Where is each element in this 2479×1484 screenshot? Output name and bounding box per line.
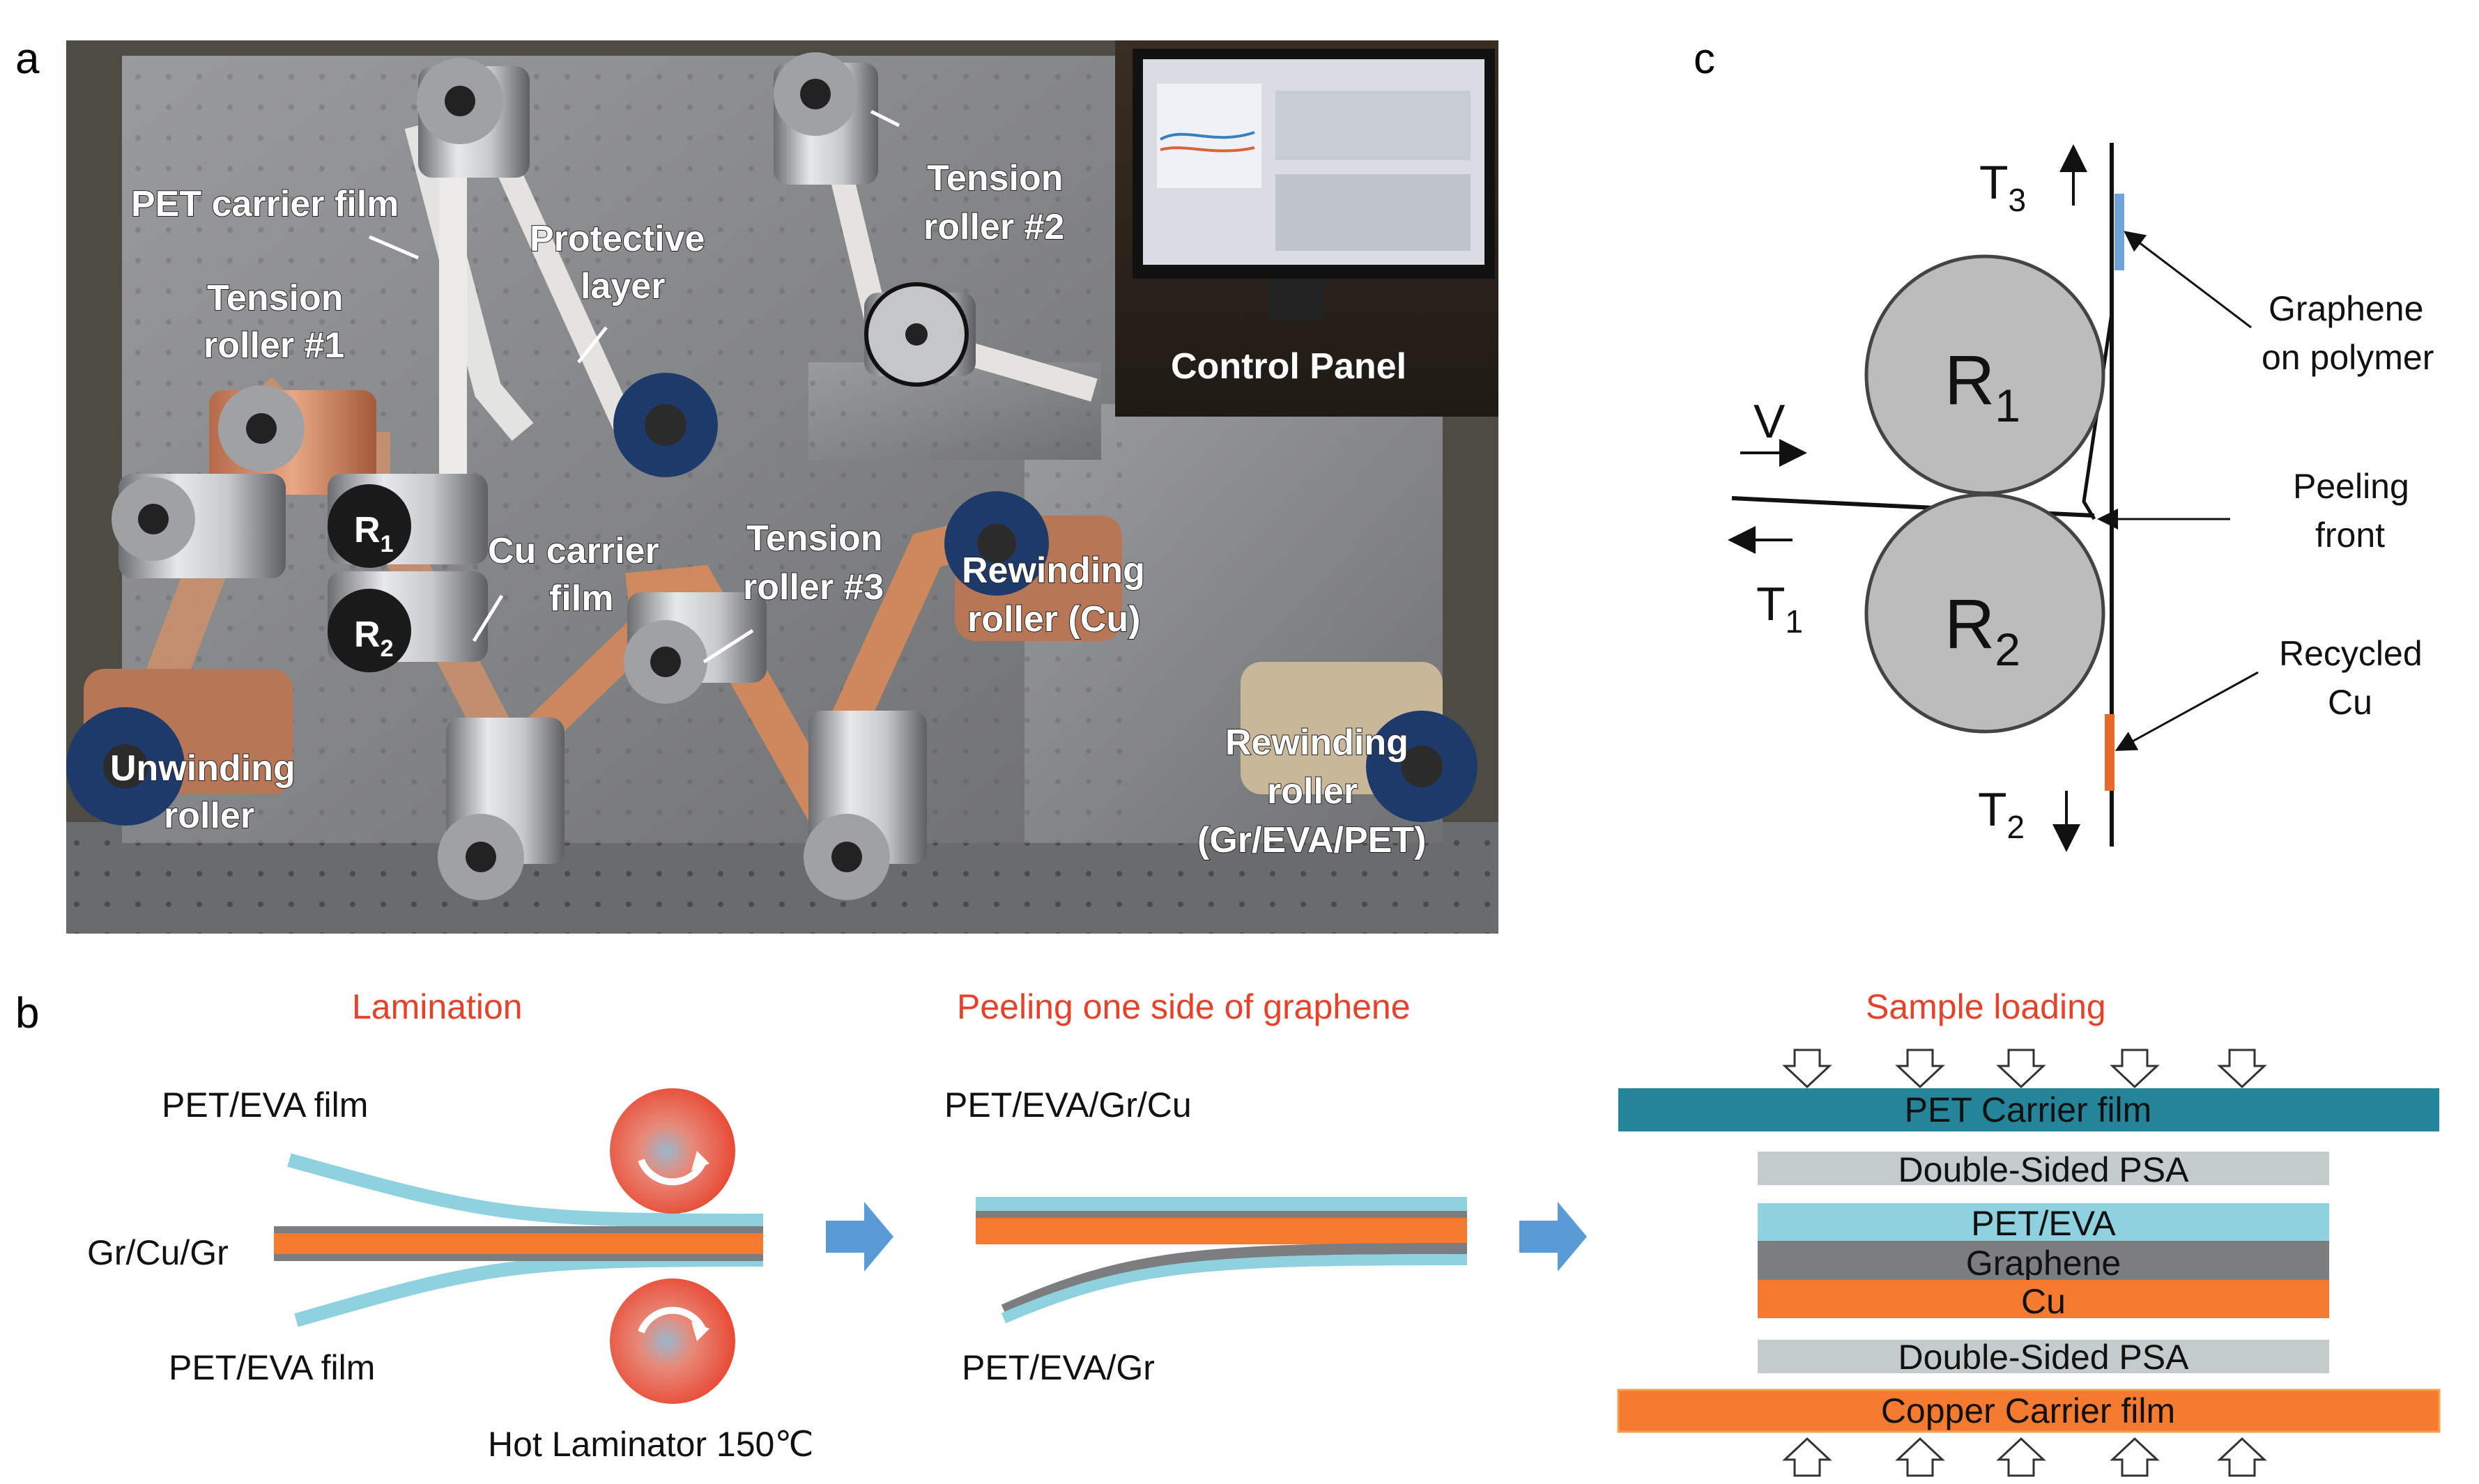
- hot-laminator-bottom-roller: [610, 1278, 735, 1404]
- tension-t2: T2: [1978, 783, 2025, 845]
- peel-gr-bottom: [1001, 1243, 1468, 1315]
- process-arrow-2: [1519, 1202, 1587, 1272]
- lamination-middle-label: Gr/Cu/Gr: [87, 1233, 229, 1272]
- label-unwinding-roller-line1: Unwinding: [110, 748, 296, 789]
- layer-pet-eva-label: PET/EVA: [1971, 1204, 2116, 1243]
- gr-bottom: [274, 1254, 763, 1261]
- label-recycled-cu-line1: Recycled: [2279, 634, 2423, 673]
- roller-r2: [1864, 493, 2105, 734]
- label-r1: R1: [354, 510, 393, 557]
- layer-cu: [1758, 1280, 2329, 1318]
- label-graphene-on-polymer-line2: on polymer: [2262, 338, 2434, 377]
- roller-r2-label: R2: [1944, 585, 2020, 675]
- label-pet-carrier-film: PET carrier film: [131, 184, 399, 224]
- recycled-cu-leader: [2115, 671, 2259, 751]
- tension-t3: T3: [1979, 156, 2026, 218]
- lamination-bottom-film-label: PET/EVA film: [169, 1348, 375, 1387]
- label-rewinding-roller-gr-line3: (Gr/EVA/PET): [1197, 820, 1426, 860]
- lamination-title: Lamination: [352, 987, 523, 1026]
- velocity-v: V: [1753, 395, 1786, 448]
- label-recycled-cu-line2: Cu: [2328, 683, 2372, 722]
- roller-cylinders: [66, 52, 1478, 900]
- panel-label-c: c: [1694, 35, 1715, 83]
- panel-b: b Lamination PET/EVA film Gr/Cu/Gr PET/E…: [15, 987, 2441, 1477]
- control-panel-monitor: [1115, 40, 1498, 417]
- label-peeling-front-line2: front: [2315, 516, 2385, 555]
- recycled-cu-strip: [2105, 714, 2115, 791]
- peel-gr-top: [976, 1211, 1467, 1218]
- label-protective-layer-line1: Protective: [530, 219, 705, 259]
- process-arrow-1: [826, 1202, 893, 1272]
- label-cu-carrier-film-line1: Cu carrier: [488, 531, 659, 571]
- laminator-label: Hot Laminator 150℃: [488, 1425, 814, 1464]
- label-cu-carrier-film-line2: film: [549, 578, 613, 619]
- label-rewinding-roller-gr-line2: roller: [1267, 771, 1358, 812]
- gr-top: [274, 1226, 763, 1233]
- pressure-arrows-top: [1782, 1049, 2267, 1089]
- layer-graphene: [1758, 1241, 2329, 1280]
- layer-pet-carrier-film: [1618, 1088, 2439, 1131]
- sample-loading-step: Sample loading PET Carrier film Double-S…: [1617, 987, 2441, 1477]
- pressure-arrows-bottom: [1782, 1437, 2267, 1477]
- layer-graphene-label: Graphene: [1966, 1244, 2121, 1283]
- label-tension-roller-3-line2: roller #3: [743, 567, 884, 608]
- label-tension-roller-1-line2: roller #1: [204, 325, 344, 366]
- layer-pet-carrier-film-label: PET Carrier film: [1905, 1090, 2152, 1129]
- label-graphene-on-polymer-line1: Graphene: [2269, 289, 2423, 328]
- label-control-panel: Control Panel: [1171, 346, 1406, 387]
- peel-pet-eva-bottom: [1001, 1254, 1468, 1324]
- layer-double-sided-psa-top: [1758, 1152, 2329, 1185]
- graphene-strip: [2115, 194, 2124, 270]
- lamination-step: Lamination PET/EVA film Gr/Cu/Gr PET/EVA…: [87, 987, 814, 1464]
- hot-laminator-top-roller: [610, 1088, 735, 1214]
- label-unwinding-roller-line2: roller: [164, 796, 254, 836]
- layer-double-sided-psa-top-label: Double-Sided PSA: [1898, 1150, 2190, 1189]
- label-rewinding-roller-cu-line2: roller (Cu): [967, 599, 1140, 640]
- cu-middle: [274, 1233, 763, 1254]
- layer-cu-label: Cu: [2021, 1282, 2066, 1321]
- layer-double-sided-psa-bottom-label: Double-Sided PSA: [1898, 1338, 2190, 1377]
- label-rewinding-roller-cu-line1: Rewinding: [962, 550, 1145, 591]
- label-r2: R2: [354, 615, 393, 662]
- label-tension-roller-3-line1: Tension: [746, 518, 882, 559]
- sample-loading-title: Sample loading: [1866, 987, 2106, 1026]
- label-peeling-front-line1: Peeling: [2293, 467, 2409, 506]
- label-tension-roller-2-line2: roller #2: [923, 207, 1064, 247]
- graphene-leader: [2124, 231, 2252, 329]
- peel-cu: [976, 1218, 1467, 1244]
- label-tension-roller-1-line1: Tension: [207, 278, 343, 318]
- peeling-top-label: PET/EVA/Gr/Cu: [944, 1085, 1192, 1124]
- peeling-step: Peeling one side of graphene PET/EVA/Gr/…: [944, 987, 1468, 1387]
- peel-pet-eva-top: [976, 1197, 1467, 1211]
- top-pet-eva-film: [287, 1153, 764, 1228]
- layer-double-sided-psa-bottom: [1758, 1340, 2329, 1373]
- layer-copper-carrier-film-label: Copper Carrier film: [1881, 1391, 2175, 1430]
- label-protective-layer-line2: layer: [581, 266, 665, 307]
- panel-c: c R1 R2 T3 T2 V T1 Graphene on polymer P…: [1694, 35, 2434, 852]
- panel-a: a: [15, 35, 1498, 934]
- lamination-top-film-label: PET/EVA film: [162, 1085, 368, 1124]
- peeling-title: Peeling one side of graphene: [957, 987, 1411, 1026]
- layer-copper-carrier-film: [1617, 1389, 2441, 1433]
- peeling-bottom-label: PET/EVA/Gr: [962, 1348, 1155, 1387]
- label-tension-roller-2-line1: Tension: [927, 158, 1063, 199]
- tension-t1: T1: [1756, 578, 1803, 640]
- photo-labels: PET carrier film Tension roller #1 Prote…: [109, 157, 1427, 861]
- roller-r1-label: R1: [1944, 341, 2020, 431]
- panel-label-a: a: [15, 35, 40, 83]
- panel-label-b: b: [15, 989, 39, 1037]
- photo-apparatus: [66, 40, 1498, 934]
- label-rewinding-roller-gr-line1: Rewinding: [1225, 722, 1409, 763]
- layer-pet-eva: [1758, 1203, 2329, 1241]
